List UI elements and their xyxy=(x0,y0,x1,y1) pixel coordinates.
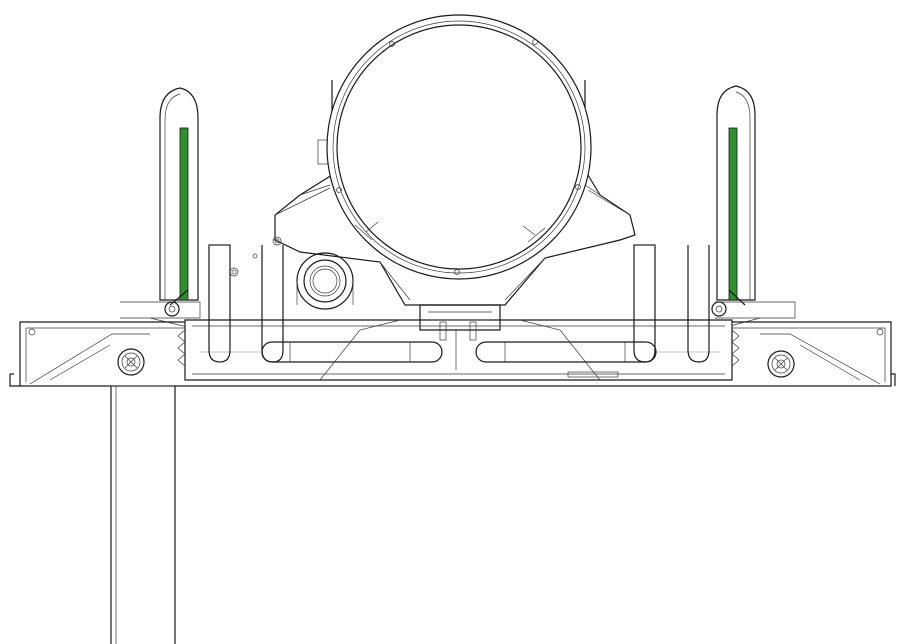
right-green-strip xyxy=(728,127,738,301)
right-upright-arm xyxy=(711,85,796,331)
lens-boss xyxy=(296,252,354,310)
base-cradle xyxy=(177,319,740,381)
horizontal-tubes xyxy=(200,341,720,363)
u-shaped-handles xyxy=(208,244,710,363)
left-green-strip xyxy=(179,127,189,301)
center-clamp xyxy=(319,304,601,381)
right-pulley xyxy=(767,350,795,378)
circular-lamp-ring xyxy=(326,14,592,280)
left-upright-arm xyxy=(120,87,201,331)
left-support-post xyxy=(110,385,176,644)
left-pulley xyxy=(117,348,145,376)
